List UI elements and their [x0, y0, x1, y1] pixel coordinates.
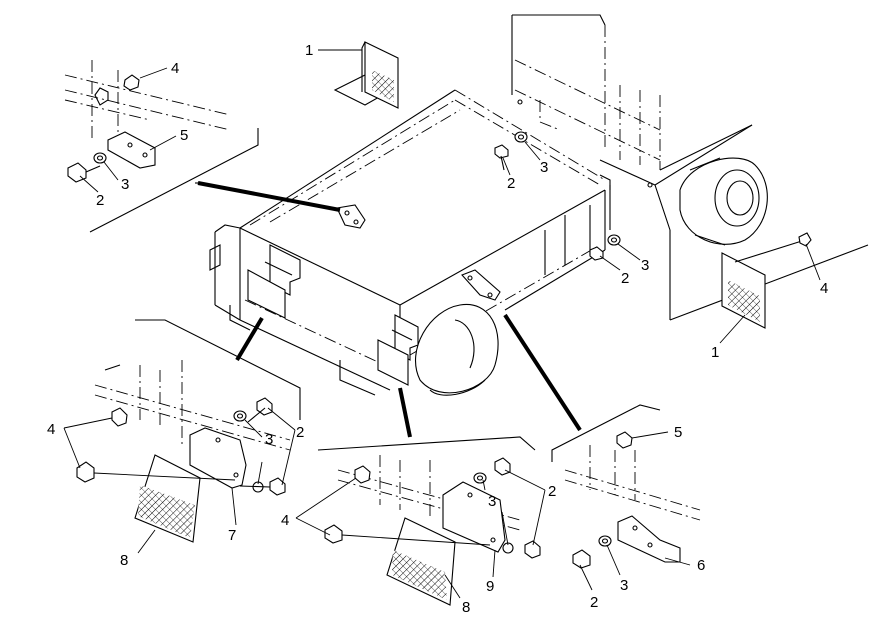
bed-wheel: [415, 303, 499, 396]
callout-4-bottom-center: 4: [281, 512, 289, 529]
callouts: 1 1 2 2 2 2 2 2 3 3 3 3 3 3 4 4 4 4 5 5 …: [47, 42, 828, 616]
callout-2-bottom-center: 2: [548, 483, 556, 500]
bed-bolt-top: [494, 131, 528, 171]
truck-bed: [209, 89, 611, 396]
callout-3-bottom-right: 3: [620, 577, 628, 594]
callout-2-bed-right: 2: [621, 270, 629, 287]
cab-wheel: [679, 157, 768, 246]
callout-1-right: 1: [711, 344, 719, 361]
callout-6: 6: [697, 557, 705, 574]
detail-bottom-left: [76, 319, 301, 543]
callout-2-bottom-right: 2: [590, 594, 598, 611]
callout-8-left: 8: [120, 552, 128, 569]
callout-2-bed-top: 2: [507, 175, 515, 192]
connector-lines: [195, 181, 582, 438]
callout-4-top-left: 4: [171, 60, 179, 77]
detail-top-left: [64, 60, 259, 233]
callout-1-top: 1: [305, 42, 313, 59]
callout-8-center: 8: [462, 599, 470, 616]
callout-3-bed-top: 3: [540, 159, 548, 176]
detail-bottom-center: [317, 436, 541, 606]
reflector-top: [333, 41, 399, 109]
callout-9: 9: [486, 578, 494, 595]
bed-bolt-right: [589, 234, 621, 261]
mudflap-bed-right: [377, 314, 419, 386]
callout-4-bottom-left: 4: [47, 421, 55, 438]
callout-3-bottom-center: 3: [488, 493, 496, 510]
bed-bracket-left: [336, 204, 366, 229]
detail-bottom-right: [551, 404, 701, 569]
leader-lines: [63, 49, 821, 599]
callout-5-top-left: 5: [180, 127, 188, 144]
callout-3-bed-right: 3: [641, 257, 649, 274]
reflector-right: [721, 232, 812, 329]
cab-outline: [511, 14, 869, 321]
callout-3-bottom-left: 3: [265, 431, 273, 448]
callout-5-bottom-right: 5: [674, 424, 682, 441]
bed-bracket-right: [461, 269, 501, 301]
mudflap-bed-left: [247, 244, 301, 319]
callout-3-top-left: 3: [121, 176, 129, 193]
callout-7: 7: [228, 527, 236, 544]
callout-2-top-left: 2: [96, 192, 104, 209]
callout-4-right: 4: [820, 280, 828, 297]
callout-2-bottom-left: 2: [296, 424, 304, 441]
